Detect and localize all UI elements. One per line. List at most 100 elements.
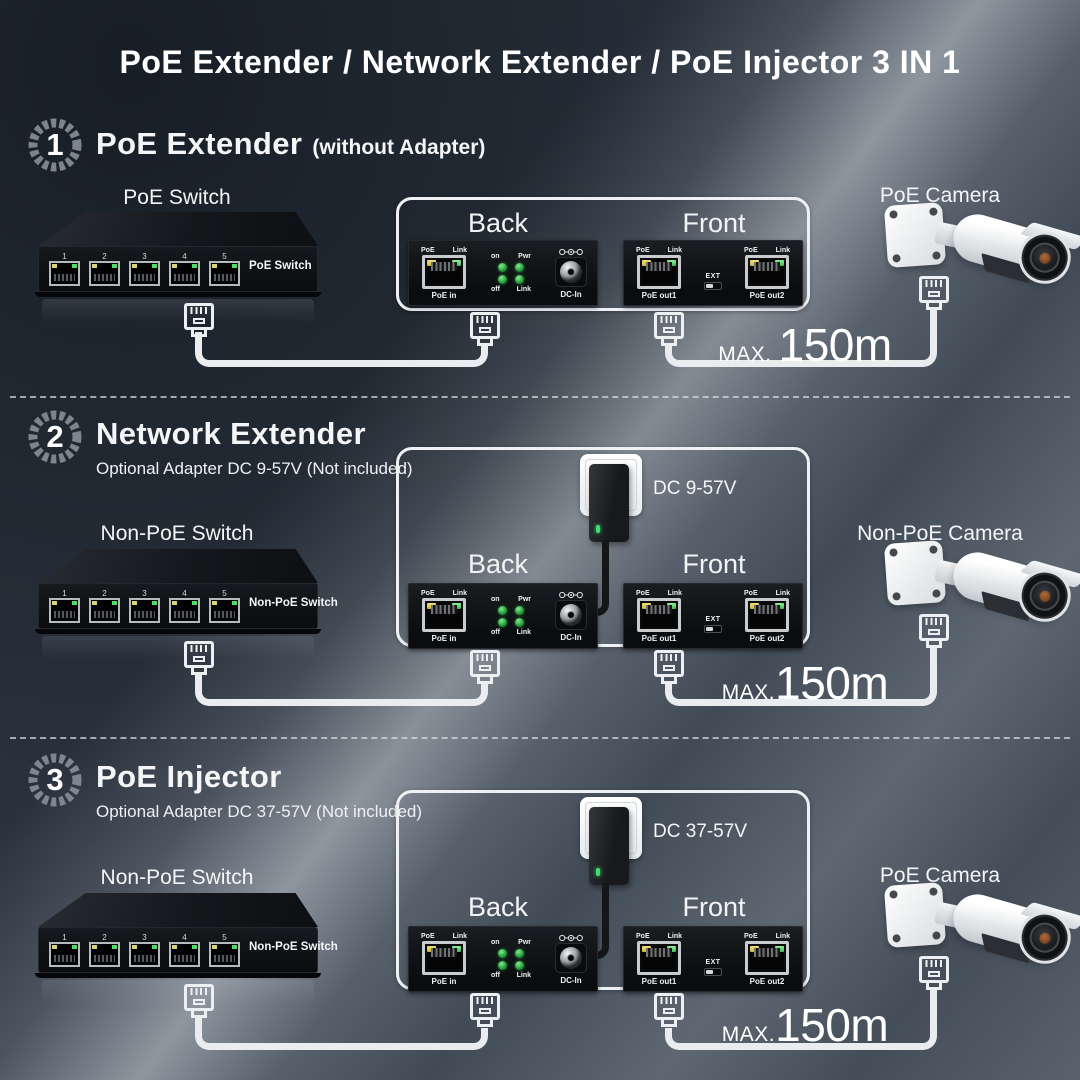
segmented-ring-icon (28, 410, 82, 464)
rj45-port-icon (422, 598, 466, 632)
rj45-port-icon (49, 942, 80, 967)
rj45-connector-icon (470, 650, 500, 684)
section-title: Network Extender (96, 416, 366, 451)
rj45-port-icon (169, 261, 200, 286)
ext-label: EXT (705, 272, 721, 280)
switch-label: Non-PoE Switch (100, 522, 254, 545)
max-distance-label: MAX. 150m (690, 318, 920, 372)
section-1-heading: PoE Extender (without Adapter) (96, 126, 485, 162)
section-3-badge: 3 (26, 751, 84, 809)
port-name: PoE in (431, 634, 457, 643)
power-adapter (589, 464, 629, 542)
link-led-label: Link (775, 933, 790, 940)
polarity-icon (559, 591, 583, 598)
camera-label: PoE Camera (879, 864, 1001, 887)
switch-port: 5 (209, 589, 240, 623)
pwr-label: Pwr (518, 252, 531, 260)
poe-led-label: PoE (744, 247, 758, 254)
switch-label: Non-PoE Switch (100, 866, 254, 889)
section-note: (without Adapter) (312, 136, 486, 159)
poe-led-label: PoE (636, 247, 650, 254)
poe-out1-port: PoE Link PoE out1 (636, 246, 682, 300)
adapter-led (596, 868, 600, 876)
ext-label: EXT (705, 958, 721, 966)
port-name: PoE out1 (641, 977, 677, 986)
adapter-voltage-label: DC 37-57V (653, 821, 747, 842)
dc-jack-icon (555, 599, 587, 630)
link-led-label: Link (452, 933, 467, 940)
polarity-icon (559, 248, 583, 255)
ext-switch: EXT (704, 616, 722, 633)
distance-value: 150m (778, 319, 893, 371)
dc-jack-icon (555, 942, 587, 973)
switch-port: 5 (209, 933, 240, 967)
pwr-label: Pwr (518, 595, 531, 603)
power-adapter (589, 807, 629, 885)
switch-port: 2 (89, 589, 120, 623)
green-led (498, 274, 507, 284)
rj45-connector-icon (919, 956, 949, 990)
ext-switch: EXT (704, 959, 722, 976)
toggle-switch-icon (704, 967, 722, 976)
ext-label: EXT (705, 615, 721, 623)
rj45-port-icon (169, 942, 200, 967)
rj45-port-icon (637, 598, 681, 632)
switch-model-label: Non-PoE Switch (249, 941, 338, 953)
adapter-led (596, 525, 600, 533)
off-label: off (491, 971, 500, 979)
rj45-port-icon (89, 598, 120, 623)
switch-top-face (38, 549, 318, 583)
rj45-port-icon (209, 598, 240, 623)
switch-port: 2 (89, 252, 120, 286)
non-poe-switch-device: 1 2 3 4 5 Non-PoE Switch (35, 893, 338, 1004)
section-1-badge: 1 (26, 116, 84, 174)
dc-in-module: DC-In (555, 591, 587, 642)
link-led-label: Link (667, 247, 682, 254)
rj45-port-icon (745, 598, 789, 632)
port-name: PoE out2 (749, 977, 785, 986)
switch-port: 3 (129, 252, 160, 286)
section-2-heading: Network Extender (96, 416, 366, 452)
poe-led-label: PoE (421, 933, 435, 940)
switch-reflection (42, 636, 314, 660)
ethernet-cable (195, 684, 488, 706)
distance-value: 150m (775, 657, 889, 709)
rj45-port-icon (637, 941, 681, 975)
back-view-label: Back (467, 549, 529, 579)
poe-led-label: PoE (744, 933, 758, 940)
security-camera (856, 538, 1080, 663)
port-name: PoE in (431, 291, 457, 300)
on-label: on (491, 252, 500, 260)
ethernet-cable (930, 308, 937, 348)
switch-port: 4 (169, 589, 200, 623)
rj45-port-icon (129, 598, 160, 623)
dc-in-label: DC-In (560, 975, 582, 985)
port-name: PoE out1 (641, 291, 677, 300)
on-label: on (491, 938, 500, 946)
section-3-heading: PoE Injector (96, 759, 282, 795)
green-led (515, 262, 524, 272)
dc-in-label: DC-In (560, 289, 582, 299)
on-label: on (491, 595, 500, 603)
rj45-connector-icon (654, 993, 684, 1027)
port-name: PoE out1 (641, 634, 677, 643)
green-led (498, 262, 507, 272)
switch-model-label: PoE Switch (249, 260, 312, 272)
segmented-ring-icon (28, 753, 82, 807)
switch-label: PoE Switch (123, 186, 231, 209)
switch-port: 4 (169, 933, 200, 967)
link-led-label: Link (667, 590, 682, 597)
switch-port: 3 (129, 589, 160, 623)
poe-led-label: PoE (744, 590, 758, 597)
dc-in-label: DC-In (560, 632, 582, 642)
section-subtitle: Optional Adapter DC 9-57V (Not included) (96, 459, 413, 478)
front-view-label: Front (682, 549, 746, 579)
toggle-switch-icon (704, 624, 722, 633)
max-distance-label: MAX. 150m (690, 998, 920, 1052)
switch-port: 1 (49, 589, 80, 623)
